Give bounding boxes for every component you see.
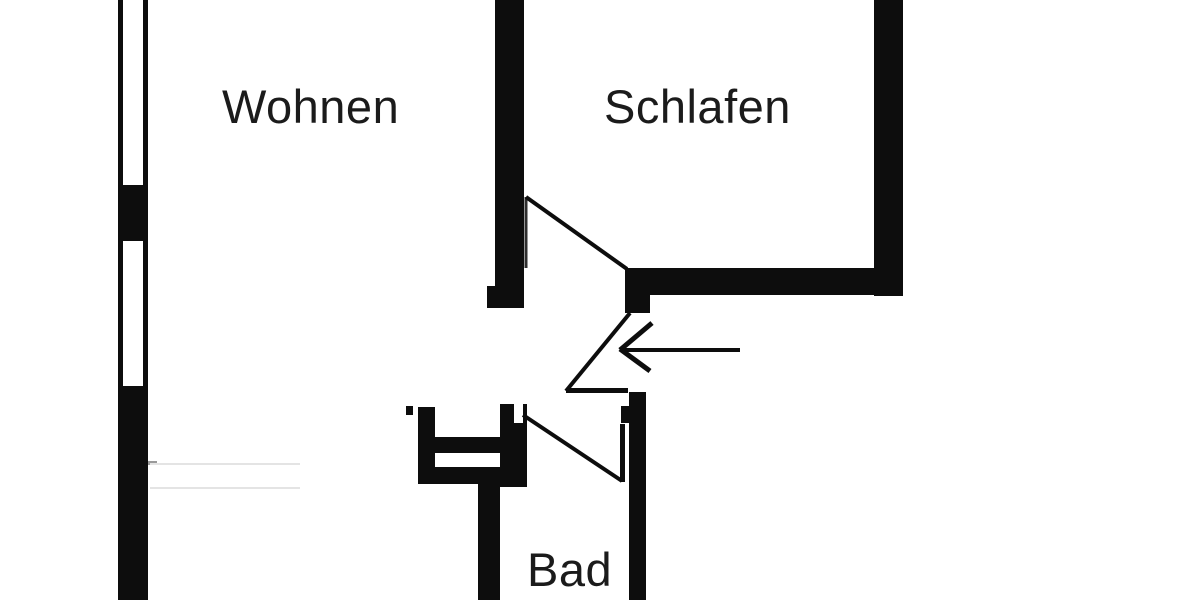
shaft-notch	[406, 406, 413, 415]
entrance-door-swing-line	[564, 311, 632, 393]
entrance-arrow-barb-upper	[618, 321, 654, 352]
left-wall-tick-mark	[148, 461, 157, 465]
bad-left-wall	[478, 483, 500, 600]
shaft-slot-cutout	[438, 453, 495, 467]
room-label-schlafen: Schlafen	[604, 80, 791, 133]
divider-wall-foot	[487, 286, 495, 308]
wohnen-door-swing-line	[524, 195, 629, 271]
window-lower-right-edge	[143, 241, 148, 386]
shaft-right-notch-cutout	[514, 404, 523, 423]
schlafen-bottom-wall	[625, 268, 903, 295]
bad-door-leaf	[620, 424, 625, 482]
bad-right-wall	[629, 392, 646, 600]
window-lower-left-edge	[118, 241, 123, 386]
schlafen-right-wall	[874, 0, 903, 296]
shaft-top-bar	[435, 437, 500, 453]
left-wall-solid-mid	[118, 185, 148, 241]
window-upper-left-edge	[118, 0, 123, 185]
left-wall-solid-bottom	[118, 386, 148, 600]
bad-door-hinge-block	[621, 406, 632, 423]
window-upper-right-edge	[143, 0, 148, 185]
entrance-door-leaf	[566, 388, 628, 393]
divider-wall	[495, 0, 524, 308]
room-label-bad: Bad	[527, 543, 613, 596]
room-label-wohnen: Wohnen	[222, 80, 400, 133]
shaft-bottom-bar	[435, 467, 520, 484]
bad-door-swing-line	[521, 413, 624, 483]
entrance-arrow-barb-lower	[618, 346, 652, 374]
entry-wall-stub	[625, 268, 650, 313]
shaft-left-bar	[418, 407, 435, 484]
